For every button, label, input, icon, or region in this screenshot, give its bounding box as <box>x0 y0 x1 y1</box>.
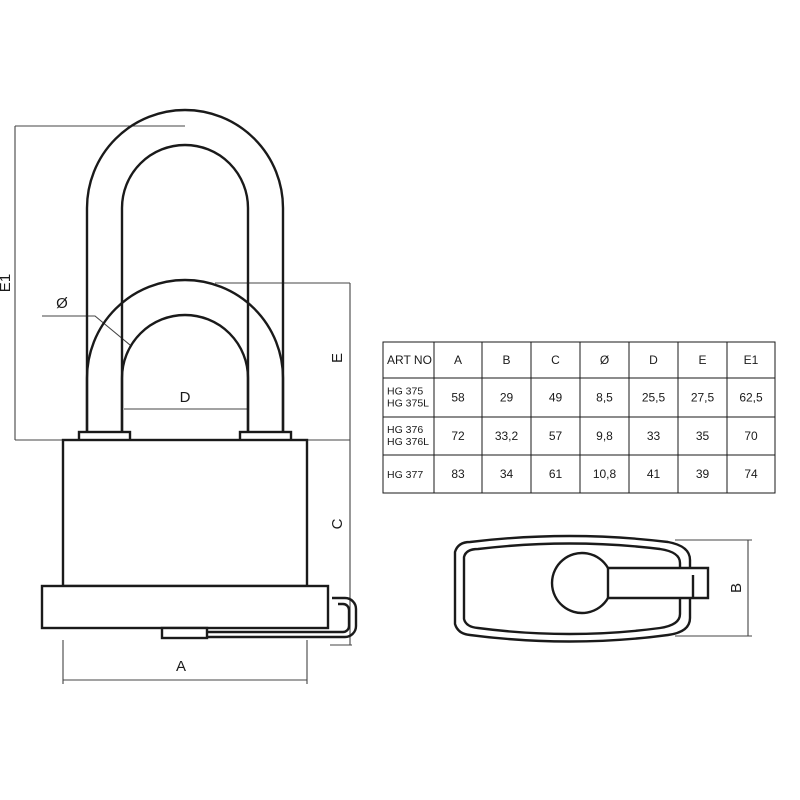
label-d: D <box>180 389 191 406</box>
table-header-cell: C <box>551 353 560 367</box>
table-header-cell: E <box>698 353 706 367</box>
long-shackle-outer <box>85 108 285 438</box>
dimension-labels: E1 E C A D Ø B <box>0 274 745 675</box>
side-view <box>453 534 710 643</box>
key <box>207 602 351 634</box>
table-value-cell: 27,5 <box>691 391 715 405</box>
body-upper <box>61 438 309 588</box>
table-value-cell: 33 <box>647 429 661 443</box>
table-value-cell: 58 <box>451 391 465 405</box>
table-value-cell: 35 <box>696 429 710 443</box>
padlock-body <box>40 438 358 640</box>
label-b: B <box>728 583 745 593</box>
key-outline <box>207 596 358 639</box>
table-value-cell: 9,8 <box>596 429 613 443</box>
table-value-cell: 61 <box>549 467 563 481</box>
table-header-cell: B <box>502 353 510 367</box>
table-header-cell: E1 <box>744 353 759 367</box>
table-value-cell: 70 <box>744 429 758 443</box>
side-view-inner <box>462 542 682 636</box>
label-e1: E1 <box>0 274 14 292</box>
table-art-no-cell: HG 376 <box>387 424 423 436</box>
label-a: A <box>176 658 186 675</box>
table-value-cell: 25,5 <box>642 391 666 405</box>
short-shackle-outer <box>85 278 285 438</box>
table-art-no-cell: HG 375L <box>387 398 429 410</box>
label-c: C <box>329 518 346 529</box>
keyhole <box>550 551 710 615</box>
table-value-cell: 34 <box>500 467 514 481</box>
table-value-cell: 8,5 <box>596 391 613 405</box>
table-value-cell: 72 <box>451 429 465 443</box>
table-value-cell: 39 <box>696 467 710 481</box>
label-diameter: Ø <box>56 295 68 312</box>
body-base-plate <box>40 584 330 630</box>
table-value-cell: 33,2 <box>495 429 519 443</box>
diameter-leader-line <box>42 315 131 346</box>
table-value-cell: 74 <box>744 467 758 481</box>
label-e: E <box>329 353 346 363</box>
key-cylinder <box>160 626 209 640</box>
table-art-no-cell: HG 377 <box>387 469 423 481</box>
table-header-cell: A <box>454 353 462 367</box>
table-value-cell: 57 <box>549 429 563 443</box>
table-value-cell: 62,5 <box>739 391 763 405</box>
table-value-cell: 29 <box>500 391 514 405</box>
table-value-cell: 10,8 <box>593 467 617 481</box>
table-value-cell: 83 <box>451 467 465 481</box>
long-shackle <box>85 108 285 438</box>
short-shackle <box>85 278 285 438</box>
table-art-no-cell: HG 375 <box>387 386 423 398</box>
table-header-cell: D <box>649 353 658 367</box>
table-header-cell: Ø <box>600 353 609 367</box>
table-art-no-cell: HG 376L <box>387 436 429 448</box>
long-shackle-inner <box>120 143 250 438</box>
short-shackle-inner <box>120 313 250 438</box>
table-header-cell: ART NO <box>387 353 432 367</box>
table-value-cell: 49 <box>549 391 563 405</box>
table-value-cell: 41 <box>647 467 661 481</box>
